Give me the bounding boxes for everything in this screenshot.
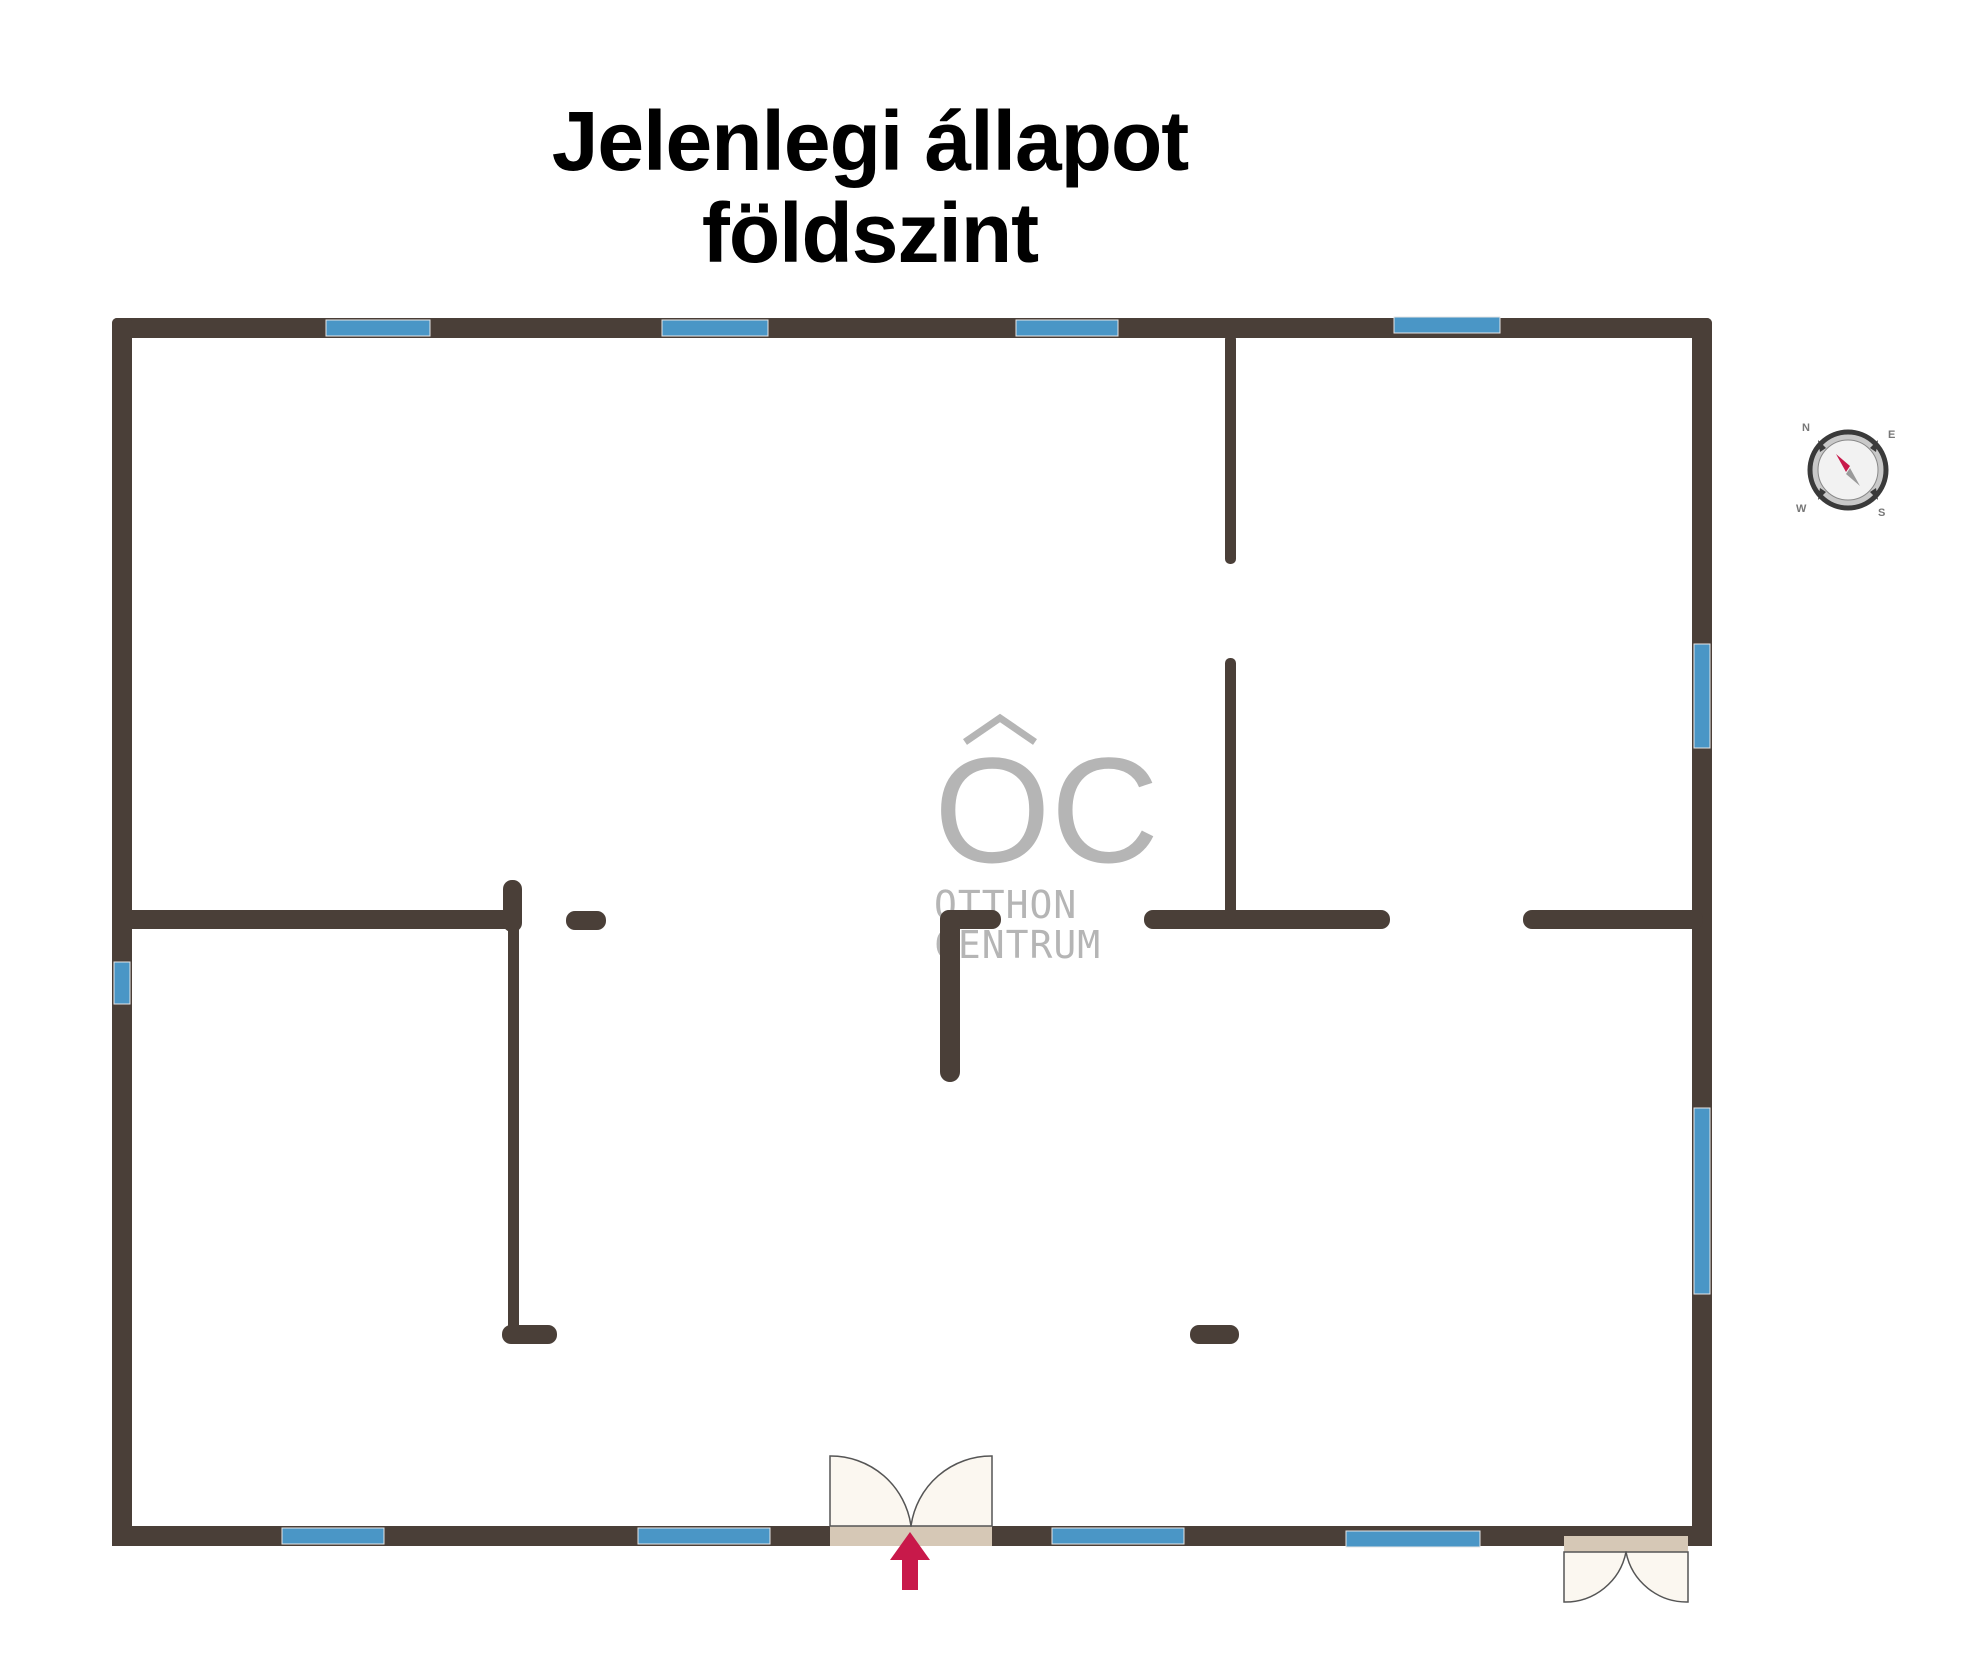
outer-walls	[112, 318, 1712, 1546]
watermark: OC OTTHON CENTRUM	[934, 713, 1159, 967]
wall-east	[1692, 318, 1712, 1546]
compass-east: E	[1888, 429, 1895, 441]
interior-walls	[116, 334, 1703, 1344]
compass-icon: N E S W	[1796, 422, 1895, 519]
watermark-roof-icon	[963, 713, 1037, 745]
watermark-monogram: OC	[934, 726, 1159, 894]
wall-north	[112, 318, 1712, 338]
wall-interior-stub-5	[1190, 1325, 1239, 1344]
wall-interior-stub-3	[566, 911, 606, 930]
main-entrance-door	[829, 1455, 993, 1590]
window-north-4	[1393, 316, 1501, 334]
window-north-2	[661, 319, 769, 337]
door-leaf-left	[829, 1455, 912, 1527]
window-south-2	[637, 1527, 771, 1545]
title-line-1: Jelenlegi állapot	[551, 94, 1190, 188]
door-leaf-secondary-right	[1625, 1551, 1689, 1603]
title-line-2: földszint	[701, 186, 1039, 280]
wall-interior-stub-1	[503, 880, 522, 932]
door-leaf-secondary-left	[1563, 1551, 1627, 1603]
compass-north: N	[1802, 422, 1810, 434]
windows	[113, 316, 1711, 1548]
wall-interior-far-east-horizontal	[1523, 910, 1703, 929]
wall-interior-west-horizontal	[116, 910, 512, 929]
compass-south: S	[1878, 507, 1885, 519]
window-east-1	[1693, 643, 1711, 749]
wall-interior-upper-vertical	[1225, 334, 1236, 564]
wall-interior-west-vertical	[508, 920, 519, 1338]
plan-title: Jelenlegi állapot földszint	[420, 95, 1320, 279]
wall-interior-stub-2	[502, 1325, 557, 1344]
window-east-2	[1693, 1107, 1711, 1295]
window-west-1	[113, 961, 131, 1005]
window-south-3	[1051, 1527, 1185, 1545]
window-north-3	[1015, 319, 1119, 337]
window-south-4	[1345, 1530, 1481, 1548]
wall-interior-east-horizontal	[1144, 910, 1390, 929]
entrance-arrow-icon	[890, 1532, 930, 1590]
wall-west	[112, 318, 132, 1546]
secondary-door	[1563, 1536, 1689, 1603]
wall-interior-lower-vertical	[1225, 658, 1236, 920]
wall-interior-center-vertical	[940, 910, 960, 1082]
watermark-line-2: CENTRUM	[934, 923, 1101, 967]
window-south-1	[281, 1527, 385, 1545]
door-leaf-right	[910, 1455, 993, 1527]
compass-west: W	[1796, 503, 1807, 515]
door-frame-secondary	[1564, 1536, 1688, 1552]
window-north-1	[325, 319, 431, 337]
